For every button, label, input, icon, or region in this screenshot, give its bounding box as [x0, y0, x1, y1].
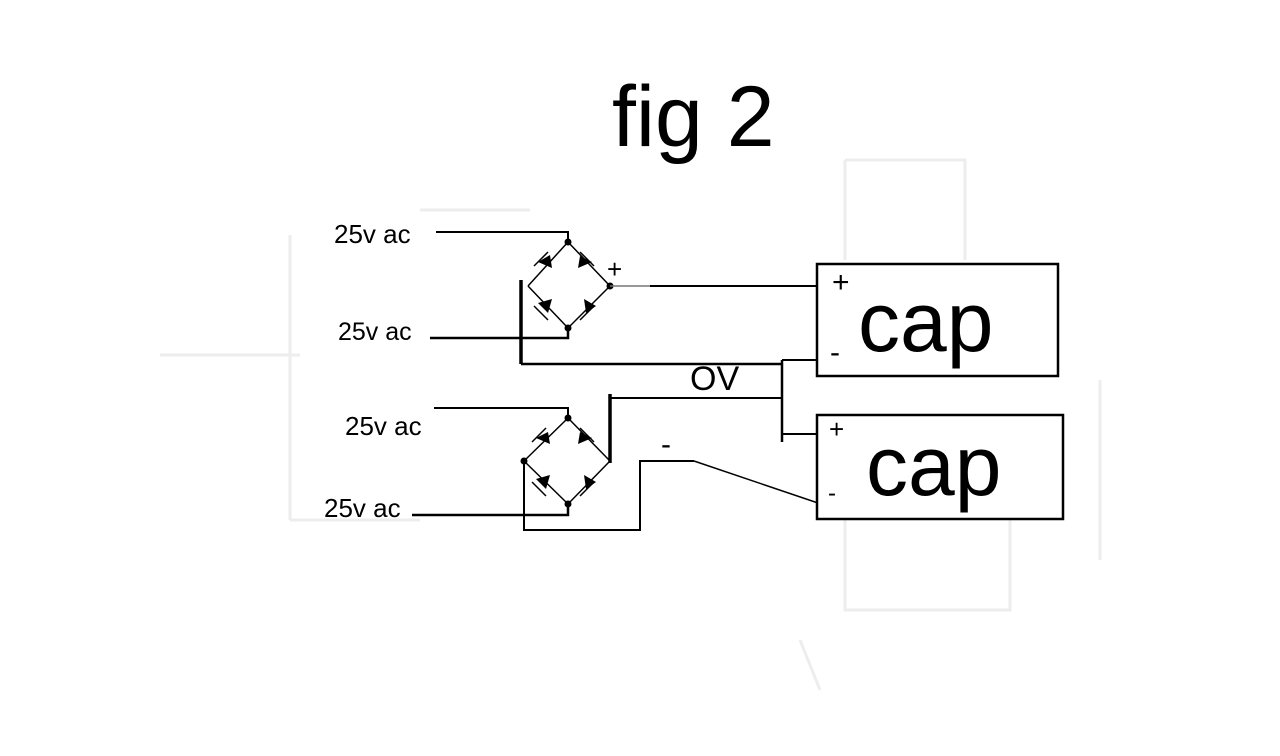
- bridge-rectifier-bottom: [520, 414, 611, 508]
- cap-bottom-minus-label: -: [828, 480, 836, 507]
- capacitor-box-bottom: [815, 413, 1065, 521]
- diode-icon: [578, 256, 592, 268]
- zero-volt-label: OV: [690, 360, 740, 398]
- ac-input-label: 25v ac: [345, 411, 422, 441]
- capacitor-box-top: [815, 262, 1060, 378]
- figure-title: fig 2: [612, 69, 775, 165]
- diode-icon: [538, 255, 552, 268]
- ac-input-label: 25v ac: [334, 219, 411, 249]
- wires: [412, 231, 819, 531]
- diode-icon: [578, 432, 592, 444]
- ghost-traces: [160, 158, 1102, 691]
- capacitor-label-bottom: cap: [866, 419, 1002, 513]
- capacitor-label-top: cap: [858, 275, 994, 369]
- cap-bottom-plus-label: +: [829, 414, 845, 444]
- diode-icon: [584, 299, 596, 313]
- bridge-rectifier-top: [527, 238, 614, 332]
- diode-icon: [584, 475, 596, 489]
- cap-top-minus-label: -: [830, 336, 840, 369]
- positive-output-label: +: [607, 254, 623, 284]
- cap-top-plus-label: +: [832, 266, 850, 299]
- negative-output-label: -: [661, 428, 671, 461]
- diode-icon: [538, 299, 552, 313]
- ac-input-label: 25v ac: [324, 493, 401, 523]
- diode-icon: [536, 432, 550, 444]
- diode-icon: [536, 475, 550, 489]
- ac-input-label: 25v ac: [338, 318, 412, 346]
